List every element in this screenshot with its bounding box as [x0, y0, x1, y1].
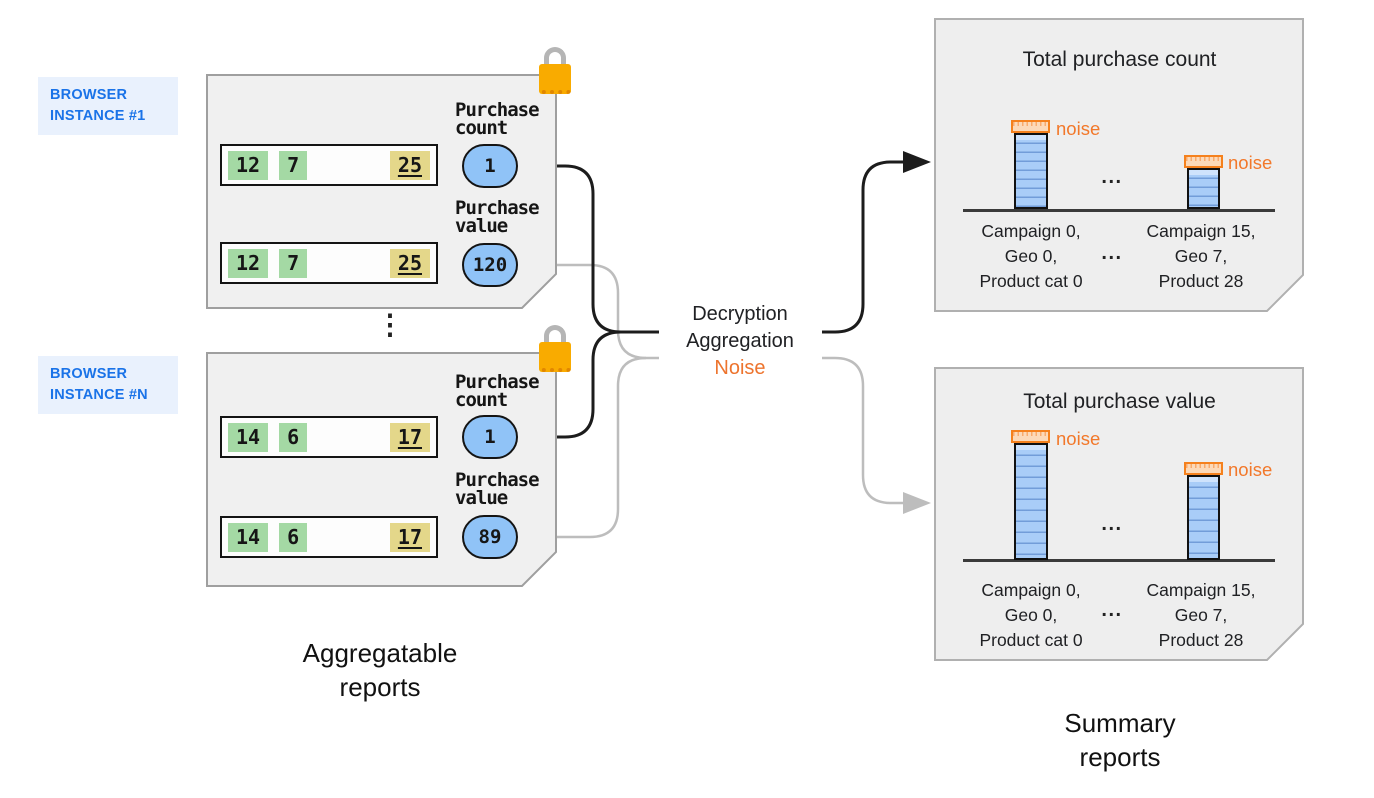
labels-ellipsis: ...: [1101, 599, 1123, 621]
chart-axis: [963, 209, 1275, 212]
purchase-value-label: Purchase value: [455, 197, 540, 237]
process-aggregation: Aggregation: [686, 330, 794, 352]
bar-x-label: Campaign 0, Geo 0, Product cat 0: [979, 580, 1083, 650]
purchase-count-value: 1: [462, 144, 518, 188]
value-chip: 17: [389, 422, 430, 452]
bar-campaign-0: [1014, 133, 1048, 209]
purchase-count-value: 1: [462, 415, 518, 459]
purchase-value-value: 89: [462, 515, 518, 559]
noise-label: noise: [1228, 152, 1273, 173]
key-chip: 12: [228, 248, 269, 278]
key-chip: 6: [279, 522, 308, 552]
noise-cap: [1011, 120, 1050, 133]
summary-card-count: Total purchase count noise ... noise Cam…: [934, 18, 1305, 313]
report-row-count: 14 6 17: [220, 416, 438, 458]
noise-label: noise: [1056, 428, 1101, 449]
value-chip: 25: [389, 248, 430, 278]
bar-x-label: Campaign 15, Geo 7, Product 28: [1146, 580, 1256, 650]
summary-title: Total purchase value: [1023, 390, 1216, 413]
chart-axis: [963, 559, 1275, 562]
key-chip: 7: [279, 248, 308, 278]
purchase-count-label: Purchase count: [455, 99, 540, 139]
lock-icon: [538, 325, 572, 372]
summary-reports-caption: Summary reports: [1064, 708, 1176, 772]
noise-label: noise: [1228, 459, 1273, 480]
value-chip: 25: [389, 150, 430, 180]
report-row-value: 12 7 25: [220, 242, 438, 284]
key-chip: 7: [279, 150, 308, 180]
process-step-label: Decryption Aggregation Noise: [650, 301, 830, 382]
process-noise: Noise: [714, 357, 766, 379]
noise-cap: [1011, 430, 1050, 443]
summary-title: Total purchase count: [1022, 48, 1217, 71]
key-chip: 14: [228, 422, 269, 452]
lock-shackle: [544, 47, 566, 64]
process-decryption: Decryption: [692, 303, 788, 325]
connector-to-value-summary: [822, 356, 904, 505]
browser-instance-1-badge: BROWSER INSTANCE #1: [38, 77, 178, 135]
arrowhead-black: [903, 151, 931, 173]
badge-line: INSTANCE #N: [50, 387, 148, 403]
bar-campaign-0: [1014, 443, 1048, 560]
key-chip: 12: [228, 150, 269, 180]
badge-line: INSTANCE #1: [50, 108, 146, 124]
purchase-count-label: Purchase count: [455, 371, 540, 411]
connector-to-count-summary: [822, 160, 904, 334]
lock-body: [539, 342, 571, 372]
summary-card-value: Total purchase value noise ... noise Cam…: [934, 367, 1305, 662]
bars-ellipsis: ...: [1101, 166, 1123, 188]
badge-line: BROWSER: [50, 87, 128, 103]
key-chip: 14: [228, 522, 269, 552]
purchase-value-label: Purchase value: [455, 469, 540, 509]
bar-campaign-15: [1187, 168, 1220, 209]
report-row-value: 14 6 17: [220, 516, 438, 558]
aggregatable-report-card-n: 14 6 17 14 6 17 Purchase count 1 Purchas…: [206, 352, 558, 588]
noise-label: noise: [1056, 118, 1101, 139]
lock-body: [539, 64, 571, 94]
value-chip: 17: [389, 522, 430, 552]
labels-ellipsis: ...: [1101, 242, 1123, 264]
aggregatable-report-card-1: 12 7 25 12 7 25 Purchase count 1 Purchas…: [206, 74, 558, 310]
purchase-value-value: 120: [462, 243, 518, 287]
more-instances-ellipsis: ⋮: [376, 309, 404, 340]
aggregatable-reports-caption: Aggregatable reports: [302, 638, 458, 702]
bar-campaign-15: [1187, 475, 1220, 560]
noise-cap: [1184, 155, 1223, 168]
badge-line: BROWSER: [50, 366, 128, 382]
browser-instance-n-badge: BROWSER INSTANCE #N: [38, 356, 178, 414]
bars-ellipsis: ...: [1101, 513, 1123, 535]
report-row-count: 12 7 25: [220, 144, 438, 186]
bar-x-label: Campaign 15, Geo 7, Product 28: [1146, 221, 1256, 291]
noise-cap: [1184, 462, 1223, 475]
bar-x-label: Campaign 0, Geo 0, Product cat 0: [979, 221, 1083, 291]
arrowhead-gray: [903, 492, 931, 514]
lock-shackle: [544, 325, 566, 342]
key-chip: 6: [279, 422, 308, 452]
summary-card-shape: [934, 18, 1304, 312]
lock-icon: [538, 47, 572, 94]
